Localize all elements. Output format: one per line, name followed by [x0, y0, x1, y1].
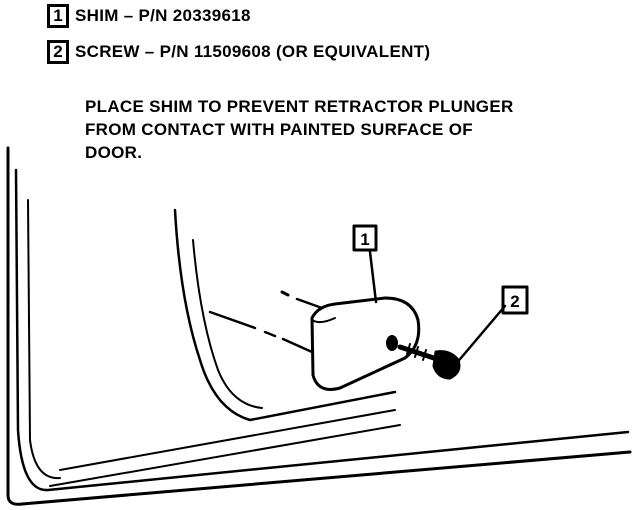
sill-line	[49, 424, 401, 487]
shim	[310, 296, 421, 391]
legend-label: SCREW – P/N 11509608 (OR EQUIVALENT)	[75, 42, 431, 61]
legend-item-shim: 1 SHIM – P/N 20339618	[47, 4, 251, 28]
screw-shank	[397, 344, 443, 363]
legend-number-box: 1	[47, 4, 69, 28]
alignment-line	[281, 337, 314, 354]
callout-leader-screw	[453, 304, 507, 367]
callout-number-shim: 1	[360, 230, 369, 249]
legend-item-screw: 2 SCREW – P/N 11509608 (OR EQUIVALENT)	[47, 40, 430, 64]
alignment-line	[295, 297, 324, 310]
callout-leader-shim	[368, 250, 378, 304]
door-trim-contour	[173, 208, 397, 422]
callout-number-screw: 2	[510, 292, 519, 311]
note-line: DOOR.	[85, 143, 143, 162]
shim-face-edge	[311, 317, 336, 324]
callout-box-shim	[352, 224, 378, 252]
instruction-note: PLACE SHIM TO PREVENT RETRACTOR PLUNGER …	[85, 95, 635, 164]
legend-number-box: 2	[47, 40, 69, 64]
door-panel-curve	[14, 168, 630, 492]
screw-head	[432, 350, 461, 380]
shim-hole	[386, 335, 398, 351]
callout-box-screw	[501, 285, 529, 315]
door-edge-outer	[6, 146, 632, 506]
screw-shank-threads	[406, 343, 427, 361]
door-panel-inner	[27, 199, 61, 480]
note-line: PLACE SHIM TO PREVENT RETRACTOR PLUNGER	[85, 97, 514, 116]
legend-label: SHIM – P/N 20339618	[75, 6, 251, 25]
note-line: FROM CONTACT WITH PAINTED SURFACE OF	[85, 120, 473, 139]
alignment-line	[280, 290, 290, 297]
sill-line	[59, 409, 396, 471]
door-trim-contour-inner	[192, 239, 263, 409]
alignment-line	[208, 310, 257, 330]
alignment-line	[263, 330, 277, 338]
